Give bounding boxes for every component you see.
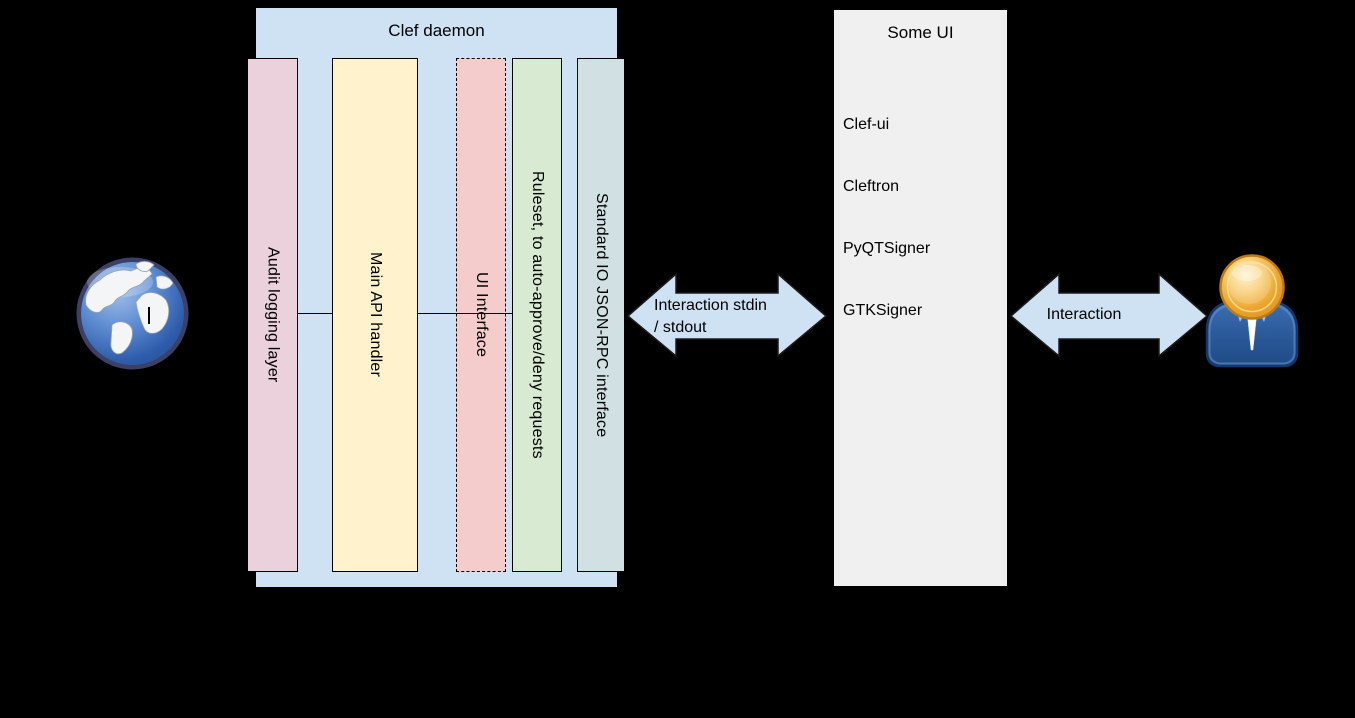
- list-item: Clef-ui: [843, 116, 890, 134]
- bar-stdio-json-rpc-interface: Standard IO JSON-RPC interface: [577, 58, 625, 572]
- bar-label: UI Interface: [473, 272, 490, 358]
- some-ui-title: Some UI: [887, 23, 954, 42]
- interaction-arrow-label: Interaction: [1046, 306, 1122, 323]
- clef-daemon-box: Clef daemon: [256, 8, 617, 587]
- list-item: Cleftron: [843, 177, 900, 195]
- clef-daemon-title: Clef daemon: [388, 21, 485, 40]
- bar-label: Ruleset, to auto-approve/deny requests: [529, 171, 546, 459]
- bar-label: Audit logging layer: [264, 247, 282, 383]
- bar-label: Main API handler: [367, 252, 384, 378]
- bar-label: Standard IO JSON-RPC interface: [593, 192, 610, 438]
- list-item: PyQTSigner: [843, 239, 931, 257]
- interaction-arrow: Interaction: [1010, 272, 1208, 358]
- list-item: GTKSigner: [843, 301, 923, 319]
- tick-mark: [148, 307, 150, 324]
- user-icon: [1205, 254, 1299, 368]
- bar-audit-logging-layer: Audit logging layer: [247, 58, 298, 572]
- connector-line: [418, 313, 512, 314]
- stdio-arrow-label: Interaction stdin / stdout: [654, 297, 767, 336]
- globe-icon: [76, 257, 189, 370]
- stdio-arrow: Interaction stdin / stdout: [627, 272, 827, 358]
- bar-ruleset: Ruleset, to auto-approve/deny requests: [512, 58, 562, 572]
- ui-implementations-list: Clef-ui Cleftron PyQTSigner GTKSigner: [843, 74, 930, 362]
- some-ui-box: Some UI Clef-ui Cleftron PyQTSigner GTKS…: [833, 9, 1008, 587]
- bar-ui-interface: UI Interface: [456, 58, 506, 572]
- connector-line: [298, 313, 332, 314]
- bar-main-api-handler: Main API handler: [332, 58, 418, 572]
